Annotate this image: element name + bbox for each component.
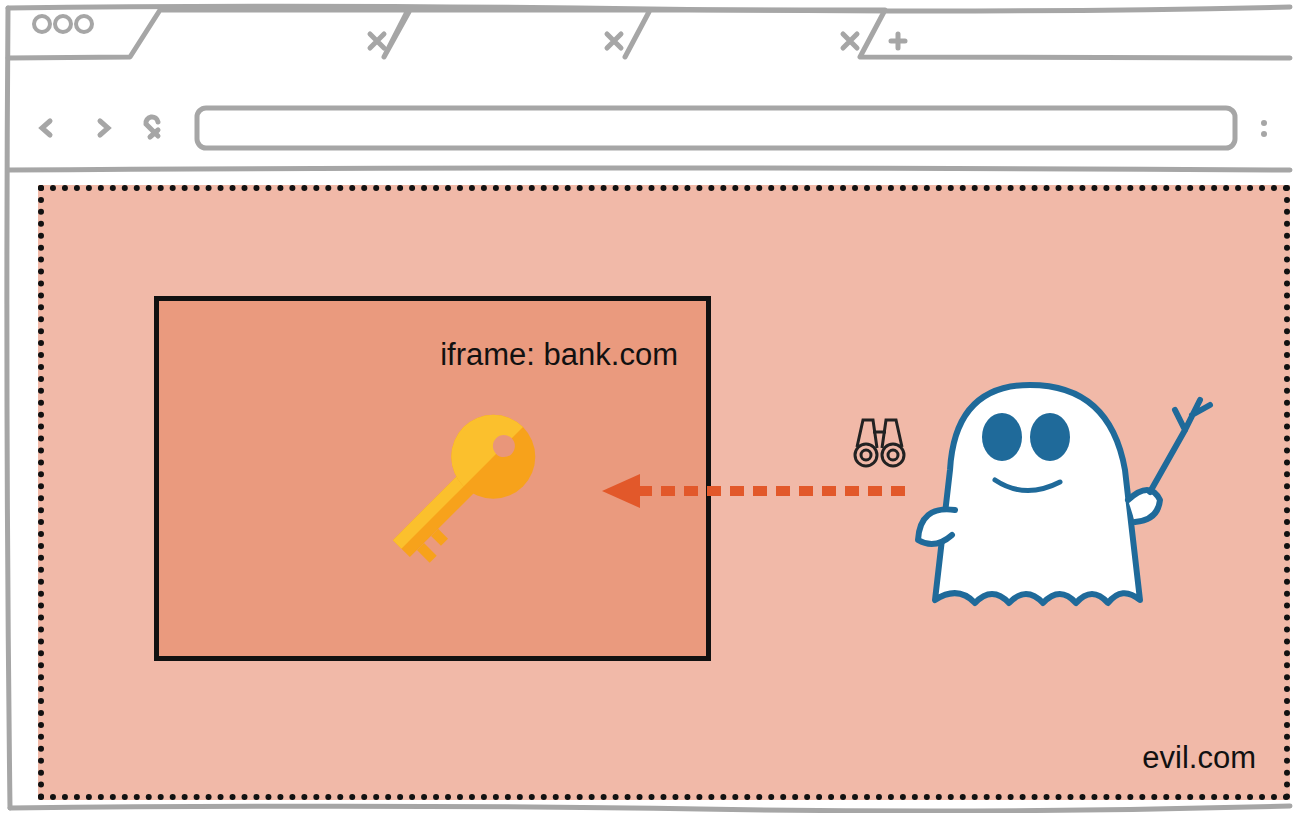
key-tooth [431,529,448,546]
tab-bar [8,10,1290,58]
address-bar [197,108,1235,148]
toolbar-divider [8,168,1290,170]
key-hole [488,431,519,462]
iframe-label: iframe: bank.com [440,337,678,373]
key-bow [434,397,553,516]
tab-close-icon [607,34,621,48]
iframe-box: iframe: bank.com [154,296,711,661]
window-button [76,16,92,32]
window-button [34,16,50,32]
window-left-edge [7,8,10,808]
window-button [55,16,71,32]
ghost-smile [995,480,1060,491]
key-icon [372,397,553,578]
key-shaft-light [393,469,472,548]
key-bow-light [434,397,523,486]
ghost-eye [1030,413,1070,461]
ghost-arm [918,509,955,544]
spy-arrow [632,486,905,496]
ghost-icon [918,385,1210,603]
window-bottom-edge [10,806,1290,811]
key-tooth [417,543,437,563]
binoculars-icon [855,420,904,466]
page-frame: evil.com iframe: bank.com [38,185,1290,800]
origin-label: evil.com [1142,740,1256,776]
menu-icon [1261,131,1267,137]
ghost-eye [982,413,1022,461]
new-tab-icon [891,34,905,48]
back-icon [42,121,50,135]
ghost-body [935,385,1140,603]
tab-close-icon [843,34,857,48]
tab-close-icon [370,34,384,48]
reload-icon [146,117,158,137]
ghost-arm [1128,490,1160,522]
spy-arrow-head [602,474,640,508]
menu-icon [1261,120,1267,126]
key-shaft [393,469,481,557]
ghost-stick [1150,400,1210,492]
forward-icon [100,121,108,135]
